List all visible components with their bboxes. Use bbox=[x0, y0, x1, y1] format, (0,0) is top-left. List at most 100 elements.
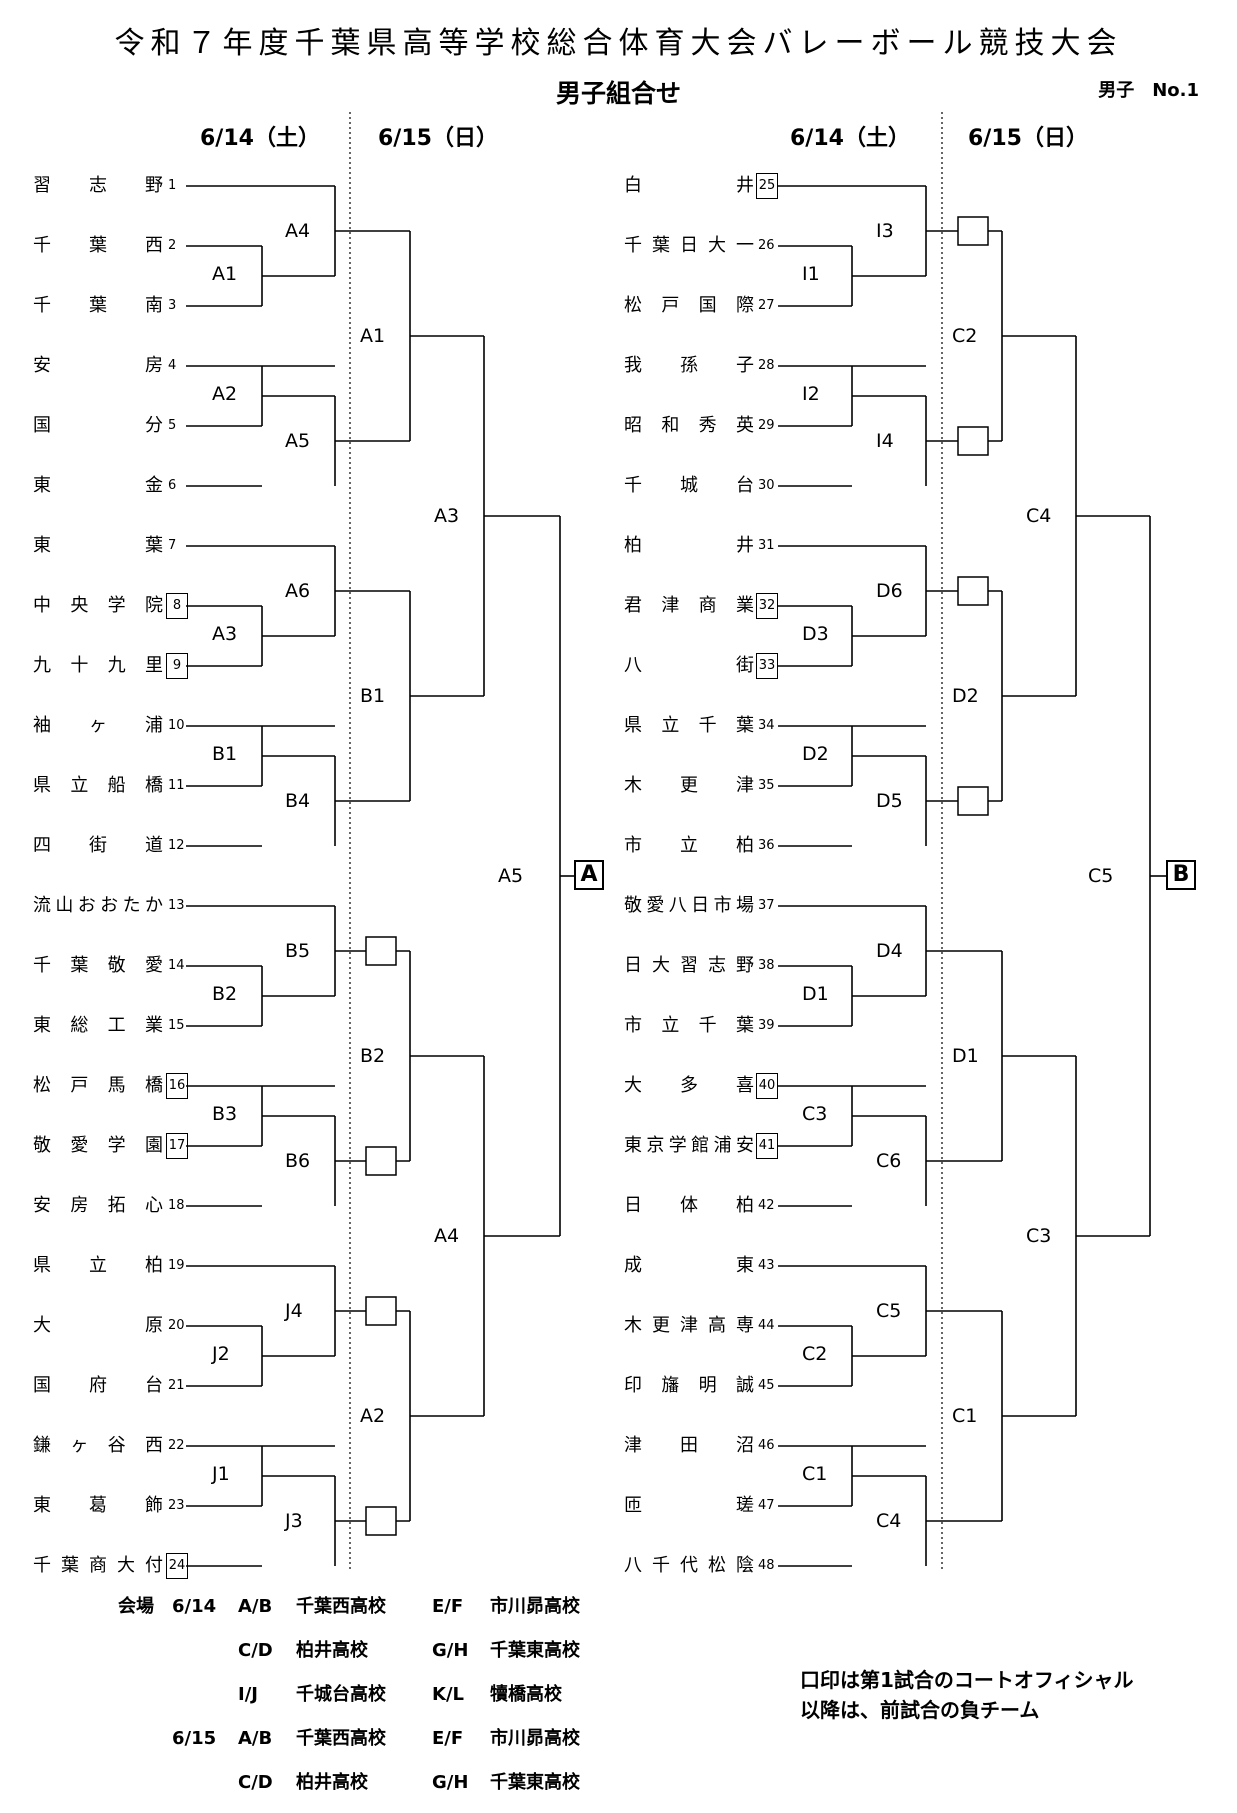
team-number: 11 bbox=[168, 778, 185, 793]
match-label: B2 bbox=[212, 983, 238, 1005]
match-label: C4 bbox=[876, 1510, 902, 1532]
team-name: 鎌ヶ谷西 bbox=[33, 1435, 163, 1456]
match-label: A5 bbox=[498, 865, 524, 887]
team-number: 20 bbox=[168, 1318, 185, 1333]
match-label: A3 bbox=[434, 505, 460, 527]
court-official-box bbox=[365, 936, 397, 966]
team-name: 八千代松陰 bbox=[624, 1555, 754, 1576]
team-seed-box: 25 bbox=[756, 173, 778, 199]
team-number: 18 bbox=[168, 1198, 185, 1213]
match-label: D5 bbox=[876, 790, 903, 812]
team-number: 12 bbox=[168, 838, 185, 853]
note-line-2: 以降は、前試合の負チーム bbox=[800, 1698, 1040, 1722]
match-label: C3 bbox=[802, 1103, 828, 1125]
team-number: 7 bbox=[168, 538, 177, 553]
note-line-1: 口印は第1試合のコートオフィシャル bbox=[800, 1668, 1134, 1692]
team-number: 29 bbox=[758, 418, 775, 433]
team-number: 15 bbox=[168, 1018, 185, 1033]
match-label: A4 bbox=[285, 220, 311, 242]
team-name: 千葉敬愛 bbox=[33, 955, 163, 976]
match-label: C6 bbox=[876, 1150, 902, 1172]
team-number: 48 bbox=[758, 1558, 775, 1573]
venue-site2: 千葉東高校 bbox=[490, 1772, 580, 1793]
team-number: 43 bbox=[758, 1258, 775, 1273]
team-number: 39 bbox=[758, 1018, 775, 1033]
match-label: A2 bbox=[212, 383, 238, 405]
venue-code2: G/H bbox=[432, 1772, 469, 1793]
team-number: 34 bbox=[758, 718, 775, 733]
match-label: C2 bbox=[952, 325, 978, 347]
team-number: 6 bbox=[168, 478, 177, 493]
match-label: D2 bbox=[952, 685, 979, 707]
page-number: 男子 No.1 bbox=[1098, 80, 1199, 101]
team-name: 習志野 bbox=[33, 175, 163, 196]
venue-site1: 千葉西高校 bbox=[296, 1596, 386, 1617]
venue-site2: 犢橋高校 bbox=[490, 1684, 562, 1705]
document-subtitle: 男子組合せ bbox=[555, 79, 681, 108]
team-name: 国府台 bbox=[33, 1375, 163, 1396]
court-official-box bbox=[365, 1146, 397, 1176]
match-label: C3 bbox=[1026, 1225, 1052, 1247]
match-label: D1 bbox=[802, 983, 829, 1005]
match-label: D2 bbox=[802, 743, 829, 765]
court-official-box bbox=[957, 426, 989, 456]
team-name: 安房 bbox=[33, 355, 163, 376]
venue-code2: G/H bbox=[432, 1640, 469, 1661]
team-name: 東葛飾 bbox=[33, 1495, 163, 1516]
team-name: 四街道 bbox=[33, 835, 163, 856]
match-label: C1 bbox=[802, 1463, 828, 1485]
match-label: B1 bbox=[360, 685, 386, 707]
left-date-day1: 6/14（土） bbox=[200, 126, 320, 151]
team-name: 印旛明誠 bbox=[624, 1375, 754, 1396]
team-number: 5 bbox=[168, 418, 177, 433]
match-label: A6 bbox=[285, 580, 311, 602]
team-number: 14 bbox=[168, 958, 185, 973]
team-name: 君津商業 bbox=[624, 595, 754, 616]
venue-code1: C/D bbox=[238, 1640, 273, 1661]
team-number: 47 bbox=[758, 1498, 775, 1513]
block-b-badge: B bbox=[1166, 860, 1196, 890]
team-name: 県立船橋 bbox=[33, 775, 163, 796]
venue-site2: 市川昴高校 bbox=[490, 1596, 580, 1617]
team-number: 23 bbox=[168, 1498, 185, 1513]
block-a-badge: A bbox=[574, 860, 604, 890]
court-official-box bbox=[957, 786, 989, 816]
right-date-day2: 6/15（日） bbox=[968, 126, 1088, 151]
venue-code2: E/F bbox=[432, 1728, 464, 1749]
right-date-day1: 6/14（土） bbox=[790, 126, 910, 151]
venue-code1: A/B bbox=[238, 1728, 273, 1749]
venue-date: 6/15 bbox=[172, 1728, 217, 1749]
team-name: 県立千葉 bbox=[624, 715, 754, 736]
venue-site2: 市川昴高校 bbox=[490, 1728, 580, 1749]
match-label: A1 bbox=[360, 325, 386, 347]
team-name: 東京学館浦安 bbox=[624, 1135, 754, 1156]
team-name: 大原 bbox=[33, 1315, 163, 1336]
team-name: 松戸馬橋 bbox=[33, 1075, 163, 1096]
match-label: B4 bbox=[285, 790, 311, 812]
team-name: 八街 bbox=[624, 655, 754, 676]
team-number: 13 bbox=[168, 898, 185, 913]
team-number: 4 bbox=[168, 358, 177, 373]
venue-code1: C/D bbox=[238, 1772, 273, 1793]
team-number: 35 bbox=[758, 778, 775, 793]
team-name: 匝瑳 bbox=[624, 1495, 754, 1516]
team-name: 昭和秀英 bbox=[624, 415, 754, 436]
team-name: 木更津 bbox=[624, 775, 754, 796]
match-label: C2 bbox=[802, 1343, 828, 1365]
team-seed-box: 33 bbox=[756, 653, 778, 679]
venue-site1: 千城台高校 bbox=[296, 1684, 386, 1705]
team-number: 30 bbox=[758, 478, 775, 493]
match-label: I4 bbox=[876, 430, 894, 452]
left-date-day2: 6/15（日） bbox=[378, 126, 498, 151]
match-label: A1 bbox=[212, 263, 238, 285]
team-name: 安房拓心 bbox=[33, 1195, 163, 1216]
team-number: 26 bbox=[758, 238, 775, 253]
court-official-box bbox=[957, 216, 989, 246]
team-seed-box: 40 bbox=[756, 1073, 778, 1099]
team-name: 千葉西 bbox=[33, 235, 163, 256]
venue-site1: 千葉西高校 bbox=[296, 1728, 386, 1749]
team-name: 日体柏 bbox=[624, 1195, 754, 1216]
team-name: 敬愛八日市場 bbox=[624, 895, 754, 916]
venue-site1: 柏井高校 bbox=[296, 1640, 368, 1661]
match-label: B6 bbox=[285, 1150, 311, 1172]
